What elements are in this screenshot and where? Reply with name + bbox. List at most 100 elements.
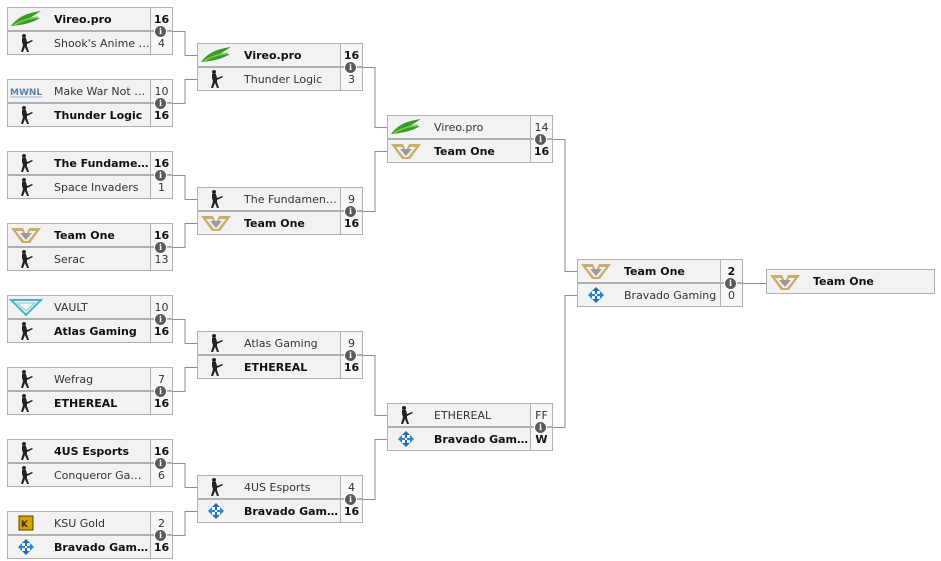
match-info-icon[interactable]: i xyxy=(344,205,357,218)
match-info-icon[interactable]: i xyxy=(154,169,167,182)
vireo-logo-icon xyxy=(388,116,424,138)
team-row[interactable]: The Fundament…16 xyxy=(7,151,173,175)
team-name: Shook's Anime C… xyxy=(54,36,150,50)
mwnl-logo-icon: MWNL xyxy=(8,80,44,102)
match-info-icon[interactable]: i xyxy=(154,385,167,398)
team-row[interactable]: Shook's Anime C…4 xyxy=(7,31,173,55)
cs-soldier-logo-icon xyxy=(198,356,234,378)
team-name: 4US Esports xyxy=(244,480,311,494)
connector-line xyxy=(173,223,197,248)
connector-line xyxy=(173,463,197,488)
match-info-icon[interactable]: i xyxy=(154,241,167,254)
bravado-logo-icon xyxy=(578,284,614,306)
team-score: 16 xyxy=(150,440,172,462)
cs-soldier-logo-icon xyxy=(8,32,44,54)
team-score: 16 xyxy=(340,212,362,234)
team-score: W xyxy=(530,428,552,450)
team-name: Bravado Gaming xyxy=(244,504,340,518)
team-score: 16 xyxy=(150,320,172,342)
match-info-icon[interactable]: i xyxy=(154,313,167,326)
team-row[interactable]: Atlas Gaming 9 xyxy=(197,331,363,355)
team-name: Vireo.pro xyxy=(434,120,484,134)
match-info-icon[interactable]: i xyxy=(724,277,737,290)
svg-text:K: K xyxy=(21,520,29,530)
team-name: 4US Esports xyxy=(54,444,130,458)
match-info-icon[interactable]: i xyxy=(154,25,167,38)
team-row[interactable]: Conqueror Gami…6 xyxy=(7,463,173,487)
team-score: 7 xyxy=(150,368,172,390)
match-info-icon[interactable]: i xyxy=(344,493,357,506)
cs-soldier-logo-icon xyxy=(198,332,234,354)
team-row[interactable]: Thunder Logic 3 xyxy=(197,67,363,91)
team-score: 9 xyxy=(340,332,362,354)
team-name: Thunder Logic xyxy=(244,72,323,86)
bravado-logo-icon xyxy=(198,500,234,522)
team-name: Thunder Logic xyxy=(54,108,143,122)
team-name: KSU Gold xyxy=(54,516,106,530)
connector-line xyxy=(553,295,577,428)
champion-box[interactable]: Team One xyxy=(766,269,935,294)
team-name: The Fundamentals xyxy=(244,192,340,206)
cs-soldier-logo-icon xyxy=(8,176,44,198)
cs-soldier-logo-icon xyxy=(8,320,44,342)
match-info-icon[interactable]: i xyxy=(154,97,167,110)
cs-soldier-logo-icon xyxy=(8,248,44,270)
team-score: 14 xyxy=(530,116,552,138)
team-row[interactable]: MWNL Make War Not L…10 xyxy=(7,79,173,103)
match-info-icon[interactable]: i xyxy=(344,61,357,74)
match-info-icon[interactable]: i xyxy=(534,421,547,434)
team-score: 13 xyxy=(150,248,172,270)
team-row[interactable]: Vireo.pro 14 xyxy=(387,115,553,139)
team-score: 16 xyxy=(340,356,362,378)
team-name: Atlas Gaming xyxy=(244,336,318,350)
vireo-logo-icon xyxy=(8,8,44,30)
svg-text:MWNL: MWNL xyxy=(10,88,42,98)
match-info-icon[interactable]: i xyxy=(154,529,167,542)
team-name: ETHEREAL xyxy=(54,396,118,410)
team-score: 3 xyxy=(340,68,362,90)
cs-soldier-logo-icon xyxy=(8,392,44,414)
team-one-logo-icon xyxy=(388,140,424,162)
team-name: VAULT xyxy=(54,300,88,314)
cs-soldier-logo-icon xyxy=(8,368,44,390)
team-score: 2 xyxy=(720,260,742,282)
cs-soldier-logo-icon xyxy=(8,464,44,486)
cs-soldier-logo-icon xyxy=(8,152,44,174)
match-info-icon[interactable]: i xyxy=(154,457,167,470)
match-info-icon[interactable]: i xyxy=(344,349,357,362)
team-row[interactable]: 4US Esports 16 xyxy=(7,439,173,463)
match-info-icon[interactable]: i xyxy=(534,133,547,146)
cs-soldier-logo-icon xyxy=(8,104,44,126)
